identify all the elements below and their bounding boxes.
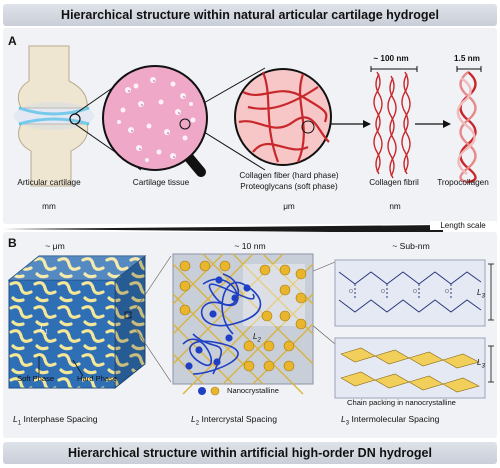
collagen-fiber-network	[234, 68, 332, 166]
collagen-fiber-label: Collagen fiber (hard phase)	[239, 171, 339, 180]
panel-b-letter: B	[8, 236, 17, 250]
chain-l3-tag-bottom: L3	[477, 358, 485, 370]
panel-a-letter: A	[8, 34, 17, 48]
l1-caption: L1 Interphase Spacing	[13, 414, 98, 427]
hard-phase-label: Hard Phase	[77, 374, 118, 383]
length-scale-label: Length scale	[430, 221, 496, 230]
chain-packing-bottom	[334, 337, 486, 399]
l2-text: Intercrystal Spacing	[201, 414, 277, 424]
scale-um: ~ μm	[45, 241, 65, 251]
nanocrystal-legend-icon	[198, 386, 220, 396]
nanocrystalline-label: Nanocrystalline	[227, 386, 279, 395]
l1-subscript: 1	[17, 420, 22, 427]
cube-l1-sym: L	[40, 324, 45, 333]
tropocollagen-helix	[456, 71, 477, 184]
l1-symbol: L	[13, 414, 18, 424]
chain-packing-label: Chain packing in nanocrystalline	[347, 398, 456, 407]
l3-bracket-top	[488, 263, 494, 321]
l2-caption: L2 Intercrystal Spacing	[191, 414, 277, 427]
scale-10nm: ~ 10 nm	[234, 241, 266, 251]
articular-cartilage-label: Articular cartilage	[17, 178, 81, 187]
knee-joint-icon	[14, 45, 94, 187]
network-l2-sub: 2	[257, 337, 261, 344]
fibril-scale-label: ~ 100 nm	[373, 54, 409, 63]
svg-text:O: O	[381, 289, 385, 295]
fibril-scale-bar	[370, 66, 418, 72]
collagen-fibril-label: Collagen fibril	[369, 178, 419, 187]
unit-um: μm	[283, 202, 295, 211]
proteoglycans-label: Proteoglycans (soft phase)	[240, 182, 338, 191]
unit-nm: nm	[389, 202, 401, 211]
l2-symbol: L	[191, 414, 196, 424]
chain-l3-sub-top: 3	[481, 293, 485, 300]
l3-subscript: 3	[345, 420, 350, 427]
l3-symbol: L	[341, 414, 346, 424]
l1-text: Interphase Spacing	[23, 414, 98, 424]
l3-caption: L3 Intermolecular Spacing	[341, 414, 439, 427]
cube-l1-sub: 1	[44, 329, 48, 336]
top-title: Hierarchical structure within natural ar…	[3, 4, 497, 26]
tropo-scale-bar	[456, 66, 482, 72]
tropo-scale-label: 1.5 nm	[454, 54, 480, 63]
cube-l1-tag: L1	[40, 324, 48, 336]
network-l2-sym: L	[253, 332, 258, 341]
cartilage-tissue-label: Cartilage tissue	[132, 178, 190, 187]
l3-bracket-bottom	[488, 345, 494, 383]
svg-text:O: O	[413, 289, 417, 295]
cartilage-tissue-magnifier	[102, 65, 208, 177]
l3-text: Intermolecular Spacing	[351, 414, 440, 424]
chain-l3-tag-top: L3	[477, 288, 485, 300]
phase-separated-cube	[7, 254, 147, 390]
soft-phase-label: Soft Phase	[17, 374, 55, 383]
chain-l3-sym-top: L	[477, 288, 482, 297]
length-scale-arrow	[3, 225, 443, 233]
zoom-lines-2	[130, 255, 336, 383]
nanocrystal-network	[172, 253, 314, 395]
collagen-fibril-bundle	[373, 71, 411, 179]
panel-a: A	[3, 28, 497, 224]
scale-subnm: ~ Sub-nm	[392, 241, 430, 251]
svg-text:O: O	[349, 289, 353, 295]
network-l2-tag: L2	[253, 332, 261, 344]
chain-l3-sym-bottom: L	[477, 358, 482, 367]
panel-b: B ~ μm ~ 10 nm ~ Sub-nm L1 Soft Phase H	[3, 232, 497, 438]
chain-l3-sub-bottom: 3	[481, 363, 485, 370]
tropocollagen-label: Tropocollagen	[437, 178, 489, 187]
l2-subscript: 2	[195, 420, 200, 427]
unit-mm: mm	[42, 202, 56, 211]
bottom-title: Hierarchical structure within artificial…	[3, 442, 497, 464]
svg-text:O: O	[445, 289, 449, 295]
